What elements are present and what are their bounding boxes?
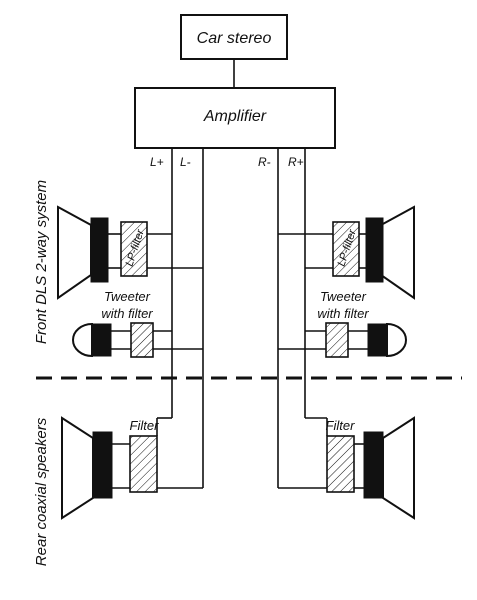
tweeter-right-label-line2: with filter bbox=[317, 306, 369, 321]
car-stereo-block: Car stereo bbox=[180, 14, 288, 60]
front-left-woofer: LP-filter bbox=[57, 205, 203, 300]
rear-filter-right bbox=[326, 435, 355, 493]
tweeter-left-label-line1: Tweeter bbox=[104, 289, 151, 304]
terminal-l-minus: L- bbox=[180, 155, 191, 169]
tweeter-filter-right bbox=[325, 322, 349, 358]
car-stereo-label: Car stereo bbox=[197, 30, 272, 47]
lp-filter-right bbox=[332, 221, 360, 277]
tweeter-right-label-line1: Tweeter bbox=[320, 289, 367, 304]
amplifier-label: Amplifier bbox=[203, 108, 267, 125]
rear-left-filter-label: Filter bbox=[130, 418, 160, 433]
rear-right-filter-label: Filter bbox=[326, 418, 356, 433]
amplifier-block: Amplifier bbox=[134, 87, 336, 149]
front-section-label: Front DLS 2-way system bbox=[33, 180, 50, 344]
rear-left-speaker: Filter bbox=[61, 416, 203, 520]
terminal-l-plus: L+ bbox=[150, 155, 164, 169]
front-right-woofer: LP-filter bbox=[278, 205, 415, 300]
tweeter-filter-left bbox=[130, 322, 154, 358]
lp-filter-left bbox=[120, 221, 148, 277]
front-right-tweeter: Tweeter with filter bbox=[278, 289, 407, 358]
rear-filter-left bbox=[129, 435, 158, 493]
bus-wires bbox=[171, 148, 306, 488]
rear-right-speaker: Filter bbox=[278, 416, 415, 520]
tweeter-left-label-line2: with filter bbox=[101, 306, 153, 321]
terminal-r-minus: R- bbox=[258, 155, 271, 169]
terminal-r-plus: R+ bbox=[288, 155, 304, 169]
front-left-tweeter: Tweeter with filter bbox=[72, 289, 203, 358]
rear-section-label: Rear coaxial speakers bbox=[33, 417, 50, 566]
